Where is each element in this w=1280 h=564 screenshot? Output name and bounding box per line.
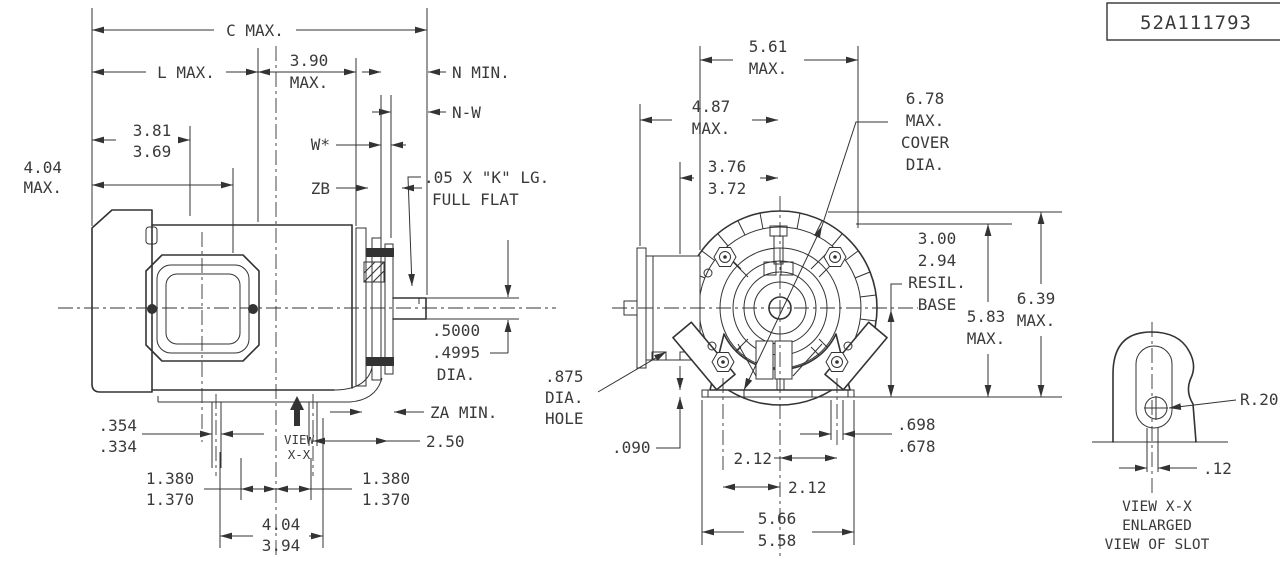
note-shaft-flat: .05 X "K" LG. — [424, 168, 549, 187]
dim-resil-294: 2.94 — [918, 251, 957, 270]
end-base-plate — [701, 389, 855, 398]
dim-n-w: N-W — [452, 103, 481, 122]
dim-cover-dia: DIA. — [906, 155, 945, 174]
view-xx-label2: X-X — [288, 447, 311, 462]
note-shaft-flat2: FULL FLAT — [432, 190, 519, 209]
dim-zb: ZB — [311, 179, 330, 198]
dim-1380-left: 1.380 — [146, 469, 194, 488]
dim-404-max2: MAX. — [23, 178, 62, 197]
end-view-dimensions: 5.61 MAX. 4.87 MAX. 3.76 3.72 6.78 MAX. … — [545, 37, 1055, 550]
dim-5000: .5000 — [432, 321, 480, 340]
dim-390: 3.90 — [290, 51, 329, 70]
dim-376: 3.76 — [708, 157, 747, 176]
dim-dia: DIA. — [437, 365, 476, 384]
cover-bolts — [711, 247, 849, 372]
dim-4995: .4995 — [432, 343, 480, 362]
end-view: 5.61 MAX. 4.87 MAX. 3.76 3.72 6.78 MAX. … — [545, 37, 1062, 556]
slot-view-title: VIEW X-X — [1122, 499, 1192, 515]
cover-seam-clamp — [763, 225, 794, 276]
rear-endbell — [91, 209, 153, 393]
slot-outline — [1135, 345, 1173, 429]
dim-583: 5.83 — [967, 307, 1006, 326]
dim-12: .12 — [1203, 459, 1232, 478]
dim-cover-678: 6.78 — [906, 89, 945, 108]
dim-resil-label: RESIL. — [908, 273, 966, 292]
side-view: C MAX. L MAX. 3.90 MAX. N MIN. N-W W* ZB… — [23, 8, 556, 556]
dim-cover-max: MAX. — [906, 111, 945, 130]
view-xx-label: VIEW — [284, 432, 315, 447]
dim-372: 3.72 — [708, 179, 747, 198]
dim-r20: R.20 — [1240, 390, 1279, 409]
dim-390-max: MAX. — [290, 73, 329, 92]
dim-369: 3.69 — [133, 142, 172, 161]
dim-875-hole: HOLE — [545, 409, 584, 428]
dim-561-max: MAX. — [749, 59, 788, 78]
dim-cover-cover: COVER — [901, 133, 950, 152]
part-number: 52A111793 — [1140, 12, 1252, 34]
cradle-strap-left — [672, 321, 736, 391]
dim-c-max: C MAX. — [226, 21, 284, 40]
dim-334: .334 — [98, 437, 137, 456]
dim-354: .354 — [98, 416, 137, 435]
dim-487-max: MAX. — [692, 119, 731, 138]
dim-090: .090 — [612, 438, 651, 457]
dim-583-max: MAX. — [967, 329, 1006, 348]
front-bracket — [355, 227, 394, 387]
side-view-dimensions: C MAX. L MAX. 3.90 MAX. N MIN. N-W W* ZB… — [23, 21, 549, 555]
slot-detail-view: R.20 .12 VIEW X-X ENLARGED VIEW OF SLOT — [1092, 322, 1279, 553]
dim-n-min: N MIN. — [452, 63, 510, 82]
dim-875-dia: DIA. — [545, 388, 584, 407]
dim-404-max: 4.04 — [23, 158, 62, 177]
dim-875: .875 — [545, 367, 584, 386]
part-number-box — [1106, 2, 1280, 41]
cover-screw-right — [248, 304, 258, 314]
small-hole — [703, 268, 713, 278]
dim-698: .698 — [897, 415, 936, 434]
cradle-strap-right — [824, 321, 888, 391]
dim-558: 5.58 — [758, 531, 797, 550]
dim-678: .678 — [897, 437, 936, 456]
dim-639: 6.39 — [1017, 289, 1056, 308]
dim-1380-right: 1.380 — [362, 469, 410, 488]
dim-za-min: ZA MIN. — [430, 403, 497, 422]
dim-639-max: MAX. — [1017, 311, 1056, 330]
title-block: 52A111793 — [1106, 2, 1280, 41]
dim-404: 4.04 — [262, 515, 301, 534]
end-view-extension-lines — [639, 46, 1062, 545]
dim-1370-left: 1.370 — [146, 490, 194, 509]
foot-tab-outline — [1112, 331, 1197, 443]
dim-381: 3.81 — [133, 121, 172, 140]
dim-561: 5.61 — [749, 37, 788, 56]
view-xx-arrow — [290, 396, 304, 410]
conduit-box-cover — [145, 254, 260, 362]
dim-487: 4.87 — [692, 97, 731, 116]
motor-side-body — [91, 209, 427, 468]
dim-212-lower: 2.12 — [788, 478, 827, 497]
dim-1370-right: 1.370 — [362, 490, 410, 509]
slot-view-subtitle2: VIEW OF SLOT — [1105, 537, 1210, 553]
shaft — [392, 297, 427, 320]
lifting-clip — [145, 226, 158, 245]
dim-250: 2.50 — [426, 432, 465, 451]
dim-394: 3.94 — [262, 536, 301, 555]
side-view-centerlines — [58, 46, 556, 556]
slot-view-subtitle: ENLARGED — [1122, 518, 1192, 534]
dim-566: 5.66 — [758, 509, 797, 528]
dim-w-star: W* — [311, 135, 330, 154]
side-base — [157, 367, 383, 468]
dim-resil-300: 3.00 — [918, 229, 957, 248]
dim-212-upper: 2.12 — [733, 449, 772, 468]
dim-resil-label2: BASE — [918, 295, 957, 314]
dim-l-max: L MAX. — [157, 63, 215, 82]
side-view-extension-lines — [91, 8, 519, 548]
cover-screw-left — [147, 304, 157, 314]
